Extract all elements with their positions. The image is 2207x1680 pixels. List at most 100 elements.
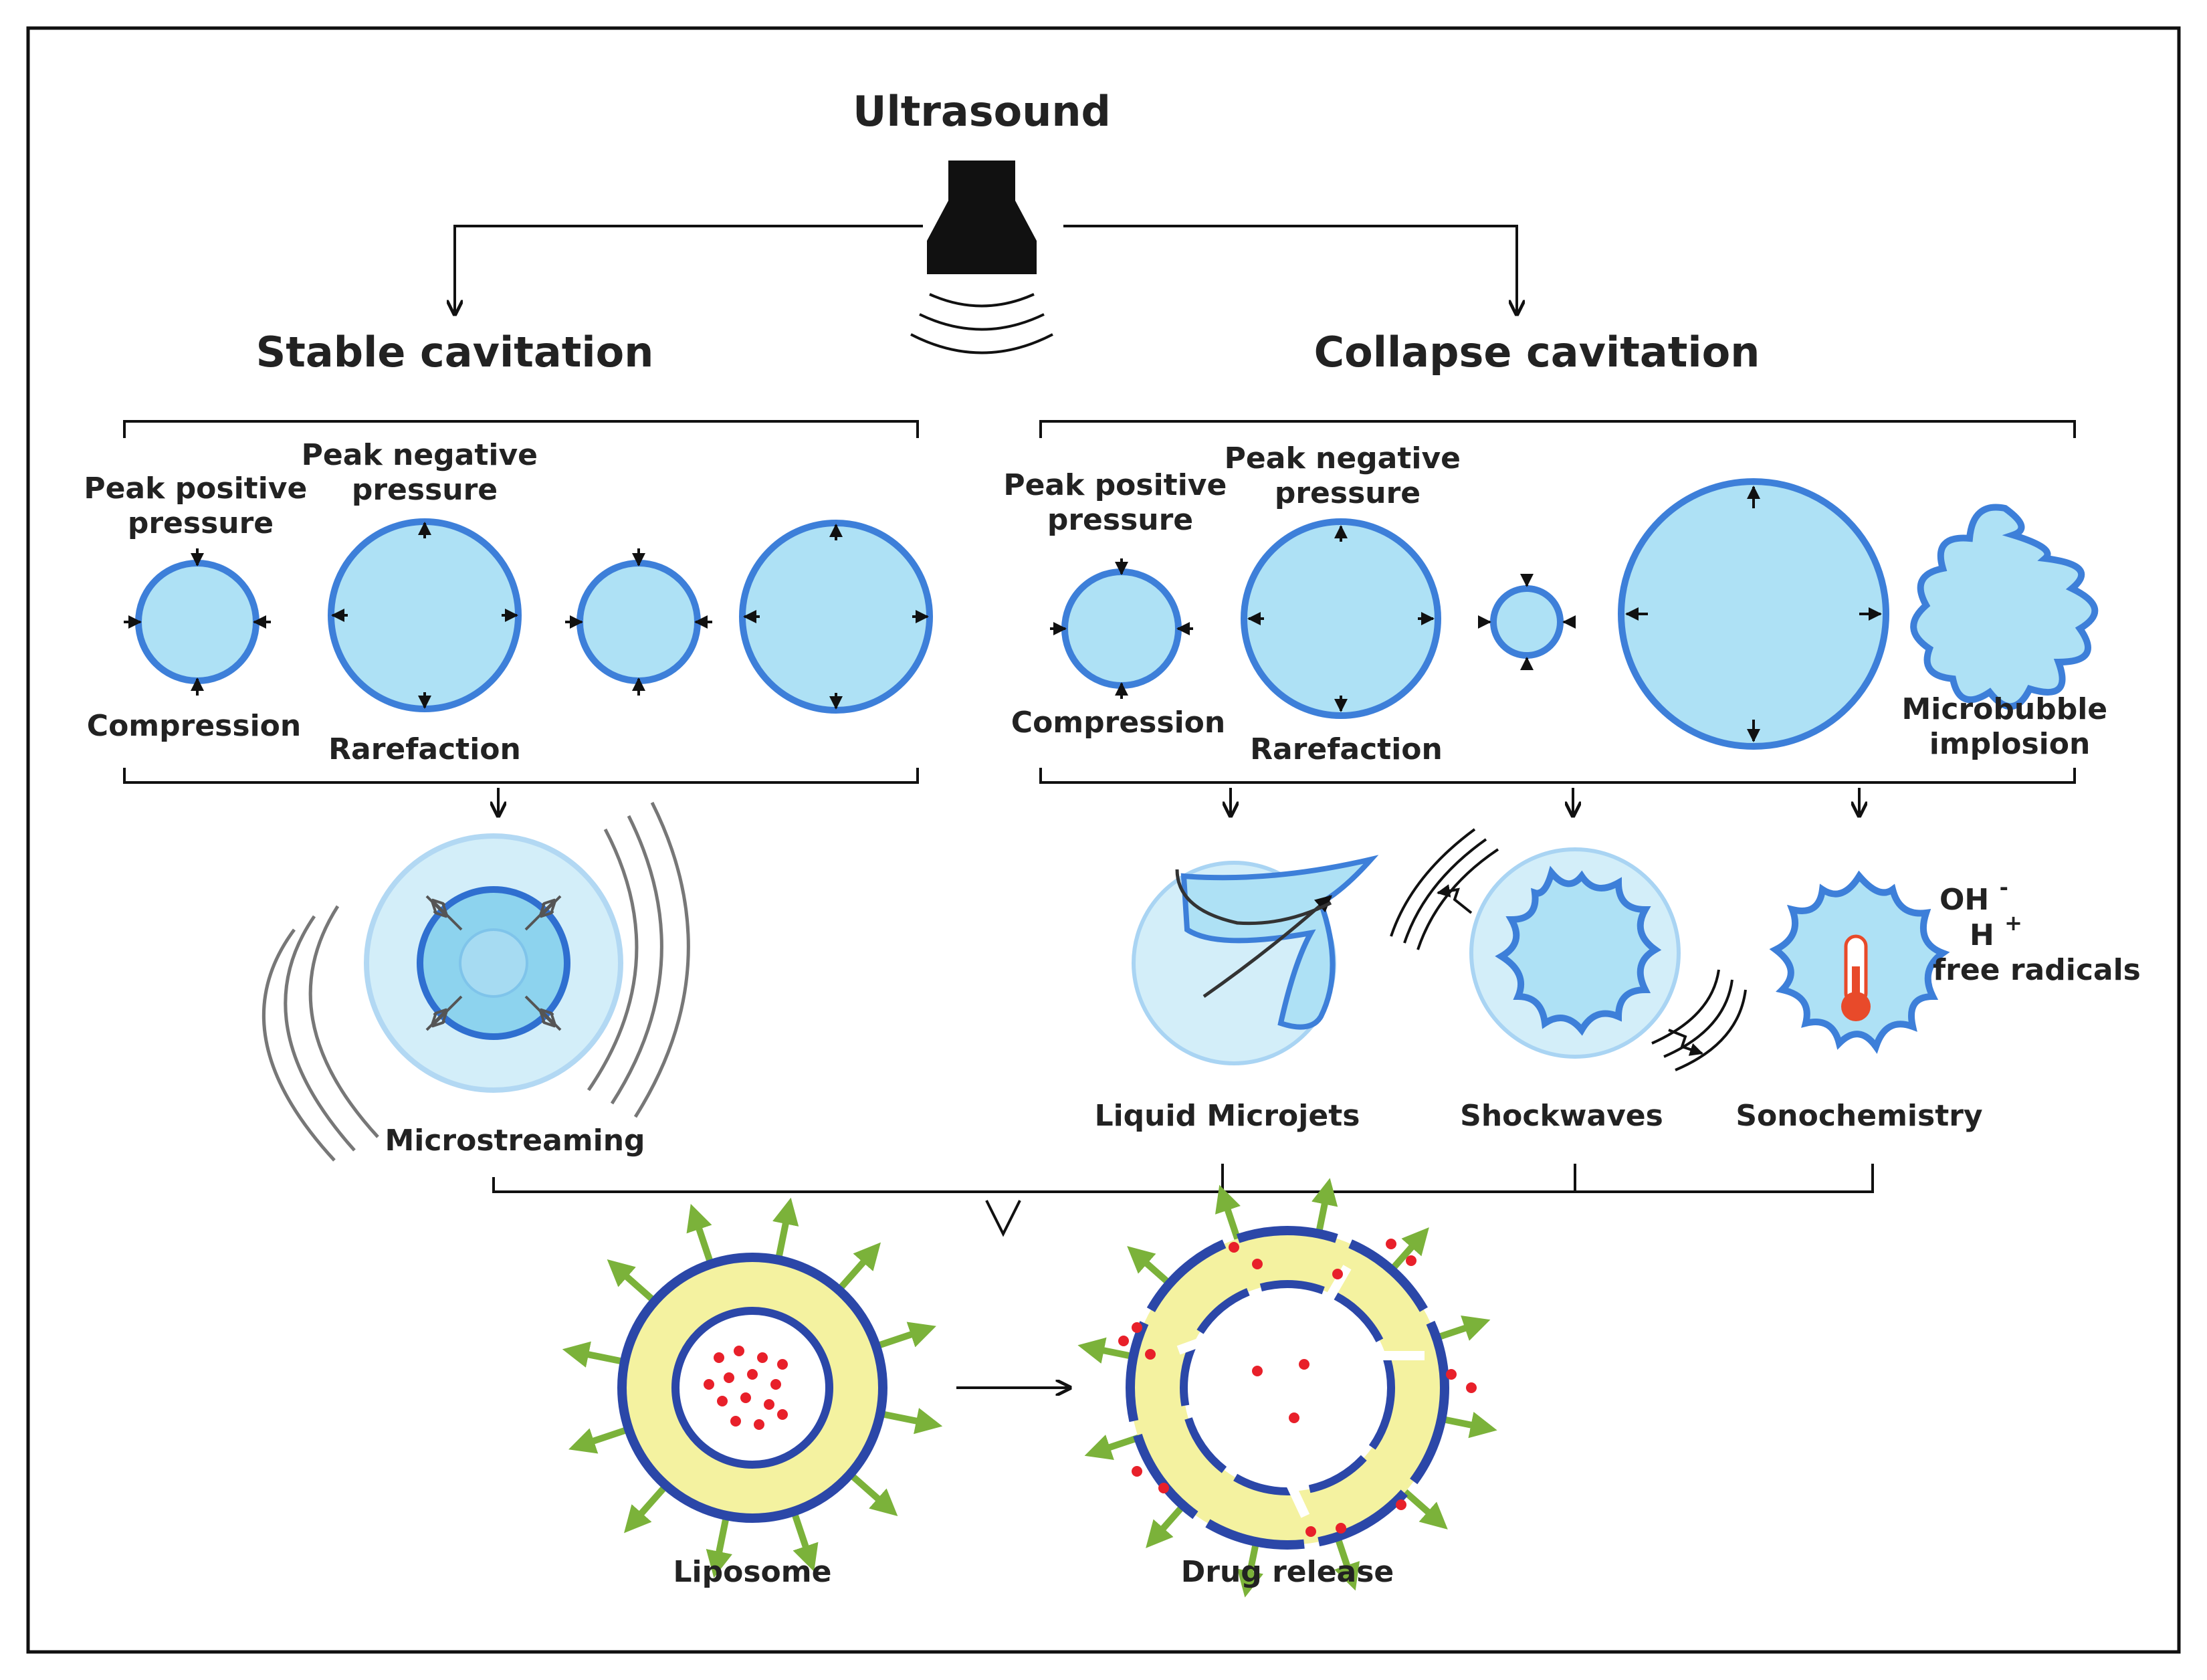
stable-bubble-rarefaction-2 bbox=[739, 520, 933, 714]
branch-arrows bbox=[455, 225, 1517, 314]
convergence-connector bbox=[492, 1164, 1874, 1237]
released-drug-molecule bbox=[1158, 1483, 1169, 1493]
drug-molecule bbox=[764, 1399, 774, 1410]
drug-molecule bbox=[714, 1352, 724, 1363]
release-ligand bbox=[1441, 1412, 1497, 1439]
drug-molecule bbox=[704, 1379, 714, 1390]
released-drug-molecule bbox=[1145, 1349, 1156, 1360]
liposome-ligand bbox=[875, 1322, 936, 1350]
liposome-ligand bbox=[623, 1483, 669, 1534]
stable-compression-label: Compression bbox=[87, 709, 301, 743]
sonochemistry-label: Sonochemistry bbox=[1736, 1099, 1982, 1133]
stable-rarefaction-label: Rarefaction bbox=[328, 732, 521, 766]
liposome-ligand bbox=[772, 1197, 799, 1261]
released-drug-molecule bbox=[1396, 1499, 1406, 1510]
stable-bottom-bracket bbox=[123, 768, 919, 784]
oh-label: OH - bbox=[1939, 875, 2008, 917]
h-label: H + bbox=[1970, 910, 2022, 952]
collapse-bubble-rarefaction bbox=[1241, 518, 1441, 719]
drug-molecule bbox=[734, 1346, 744, 1356]
liposome-ligand bbox=[879, 1408, 943, 1435]
release-ligand bbox=[1077, 1337, 1134, 1364]
drug-release-illustration bbox=[1077, 1178, 1497, 1598]
drug-molecule bbox=[777, 1359, 788, 1370]
microstreaming-illustration bbox=[261, 801, 690, 1162]
liposome-ligand bbox=[706, 1515, 732, 1578]
stable-bubble-compression bbox=[124, 548, 271, 696]
released-drug-molecule bbox=[1332, 1269, 1343, 1279]
release-ligand bbox=[1435, 1316, 1491, 1342]
liposome-ligand bbox=[836, 1242, 881, 1293]
microstreaming-label: Microstreaming bbox=[385, 1124, 645, 1158]
released-drug-molecule bbox=[1305, 1526, 1316, 1537]
shockwaves-label: Shockwaves bbox=[1460, 1099, 1663, 1133]
collapse-bottom-bracket bbox=[1039, 768, 2076, 784]
release-ligand bbox=[1084, 1434, 1140, 1460]
stable-bubble-compression-2 bbox=[565, 548, 712, 696]
collapse-peak-positive-label: Peak positive pressure bbox=[1003, 468, 1237, 537]
released-drug-molecule bbox=[1446, 1369, 1457, 1380]
collapse-compression-label: Compression bbox=[1011, 706, 1225, 740]
collapse-peak-negative-label: Peak negative pressure bbox=[1225, 441, 1471, 510]
sonochemistry-illustration bbox=[1769, 870, 1950, 1054]
released-drug-molecule bbox=[1299, 1359, 1309, 1370]
release-ligand bbox=[1334, 1536, 1360, 1591]
release-ligand bbox=[1215, 1184, 1241, 1240]
released-drug-molecule bbox=[1336, 1523, 1346, 1534]
collapse-bubble-compressed-small bbox=[1478, 574, 1576, 670]
thermometer-icon bbox=[1841, 934, 1871, 1021]
shockwaves-illustration bbox=[1390, 828, 1747, 1071]
ultrasound-title: Ultrasound bbox=[853, 87, 1111, 136]
collapse-heading: Collapse cavitation bbox=[1314, 328, 1760, 377]
drug-molecule bbox=[730, 1416, 741, 1427]
released-drug-molecule bbox=[1229, 1242, 1239, 1253]
collapse-top-bracket bbox=[1039, 420, 2076, 438]
release-ligand bbox=[1311, 1178, 1338, 1235]
released-drug-molecule bbox=[1406, 1255, 1416, 1266]
drug-molecule bbox=[754, 1419, 764, 1430]
release-ligand bbox=[1127, 1246, 1172, 1287]
liposome-ligand bbox=[607, 1259, 657, 1304]
drug-molecule bbox=[717, 1396, 728, 1406]
collapse-bubble-compression bbox=[1050, 558, 1193, 699]
stable-top-bracket bbox=[123, 420, 919, 438]
stable-peak-negative-label: Peak negative pressure bbox=[302, 438, 548, 507]
drug-release-label: Drug release bbox=[1181, 1555, 1394, 1589]
release-ligand bbox=[1388, 1227, 1429, 1273]
released-drug-molecule bbox=[1252, 1259, 1263, 1269]
liposome-illustration bbox=[562, 1197, 943, 1578]
drug-molecule bbox=[757, 1352, 768, 1363]
release-ligand bbox=[1237, 1541, 1263, 1598]
released-drug-molecule bbox=[1118, 1336, 1129, 1346]
collapse-rarefaction-label: Rarefaction bbox=[1250, 732, 1443, 766]
released-drug-molecule bbox=[1132, 1322, 1142, 1333]
ultrasound-transducer-icon bbox=[910, 161, 1053, 354]
release-ligand bbox=[1402, 1489, 1448, 1530]
liposome-ligand bbox=[562, 1341, 625, 1368]
liposome-label: Liposome bbox=[673, 1555, 832, 1589]
drug-molecule bbox=[747, 1369, 758, 1380]
collapse-bubble-expanded bbox=[1618, 478, 1889, 750]
liposome-ligand bbox=[847, 1471, 898, 1517]
released-drug-molecule bbox=[1289, 1412, 1299, 1423]
released-drug-molecule bbox=[1252, 1366, 1263, 1376]
stable-bubble-rarefaction bbox=[328, 518, 522, 712]
drug-molecule bbox=[724, 1372, 734, 1383]
drug-molecule bbox=[740, 1392, 751, 1403]
microbubble-implosion-label: Microbubble implosion bbox=[1902, 692, 2118, 761]
free-radicals-label: free radicals bbox=[1933, 953, 2141, 987]
microbubble-implosion-shape bbox=[1910, 504, 2099, 710]
liposome-ligand bbox=[686, 1204, 714, 1265]
liposome-ligand bbox=[791, 1510, 819, 1572]
liposome-ligand bbox=[568, 1426, 630, 1454]
release-ligand bbox=[1146, 1503, 1186, 1548]
released-drug-molecule bbox=[1466, 1382, 1477, 1393]
figure-frame bbox=[26, 26, 2181, 1654]
liquid-microjets-illustration bbox=[1132, 855, 1379, 1065]
drug-molecule bbox=[770, 1379, 781, 1390]
stable-peak-positive-label: Peak positive pressure bbox=[84, 471, 317, 540]
released-drug-molecule bbox=[1132, 1466, 1142, 1477]
stable-heading: Stable cavitation bbox=[256, 328, 654, 377]
released-drug-molecule bbox=[1386, 1239, 1396, 1249]
